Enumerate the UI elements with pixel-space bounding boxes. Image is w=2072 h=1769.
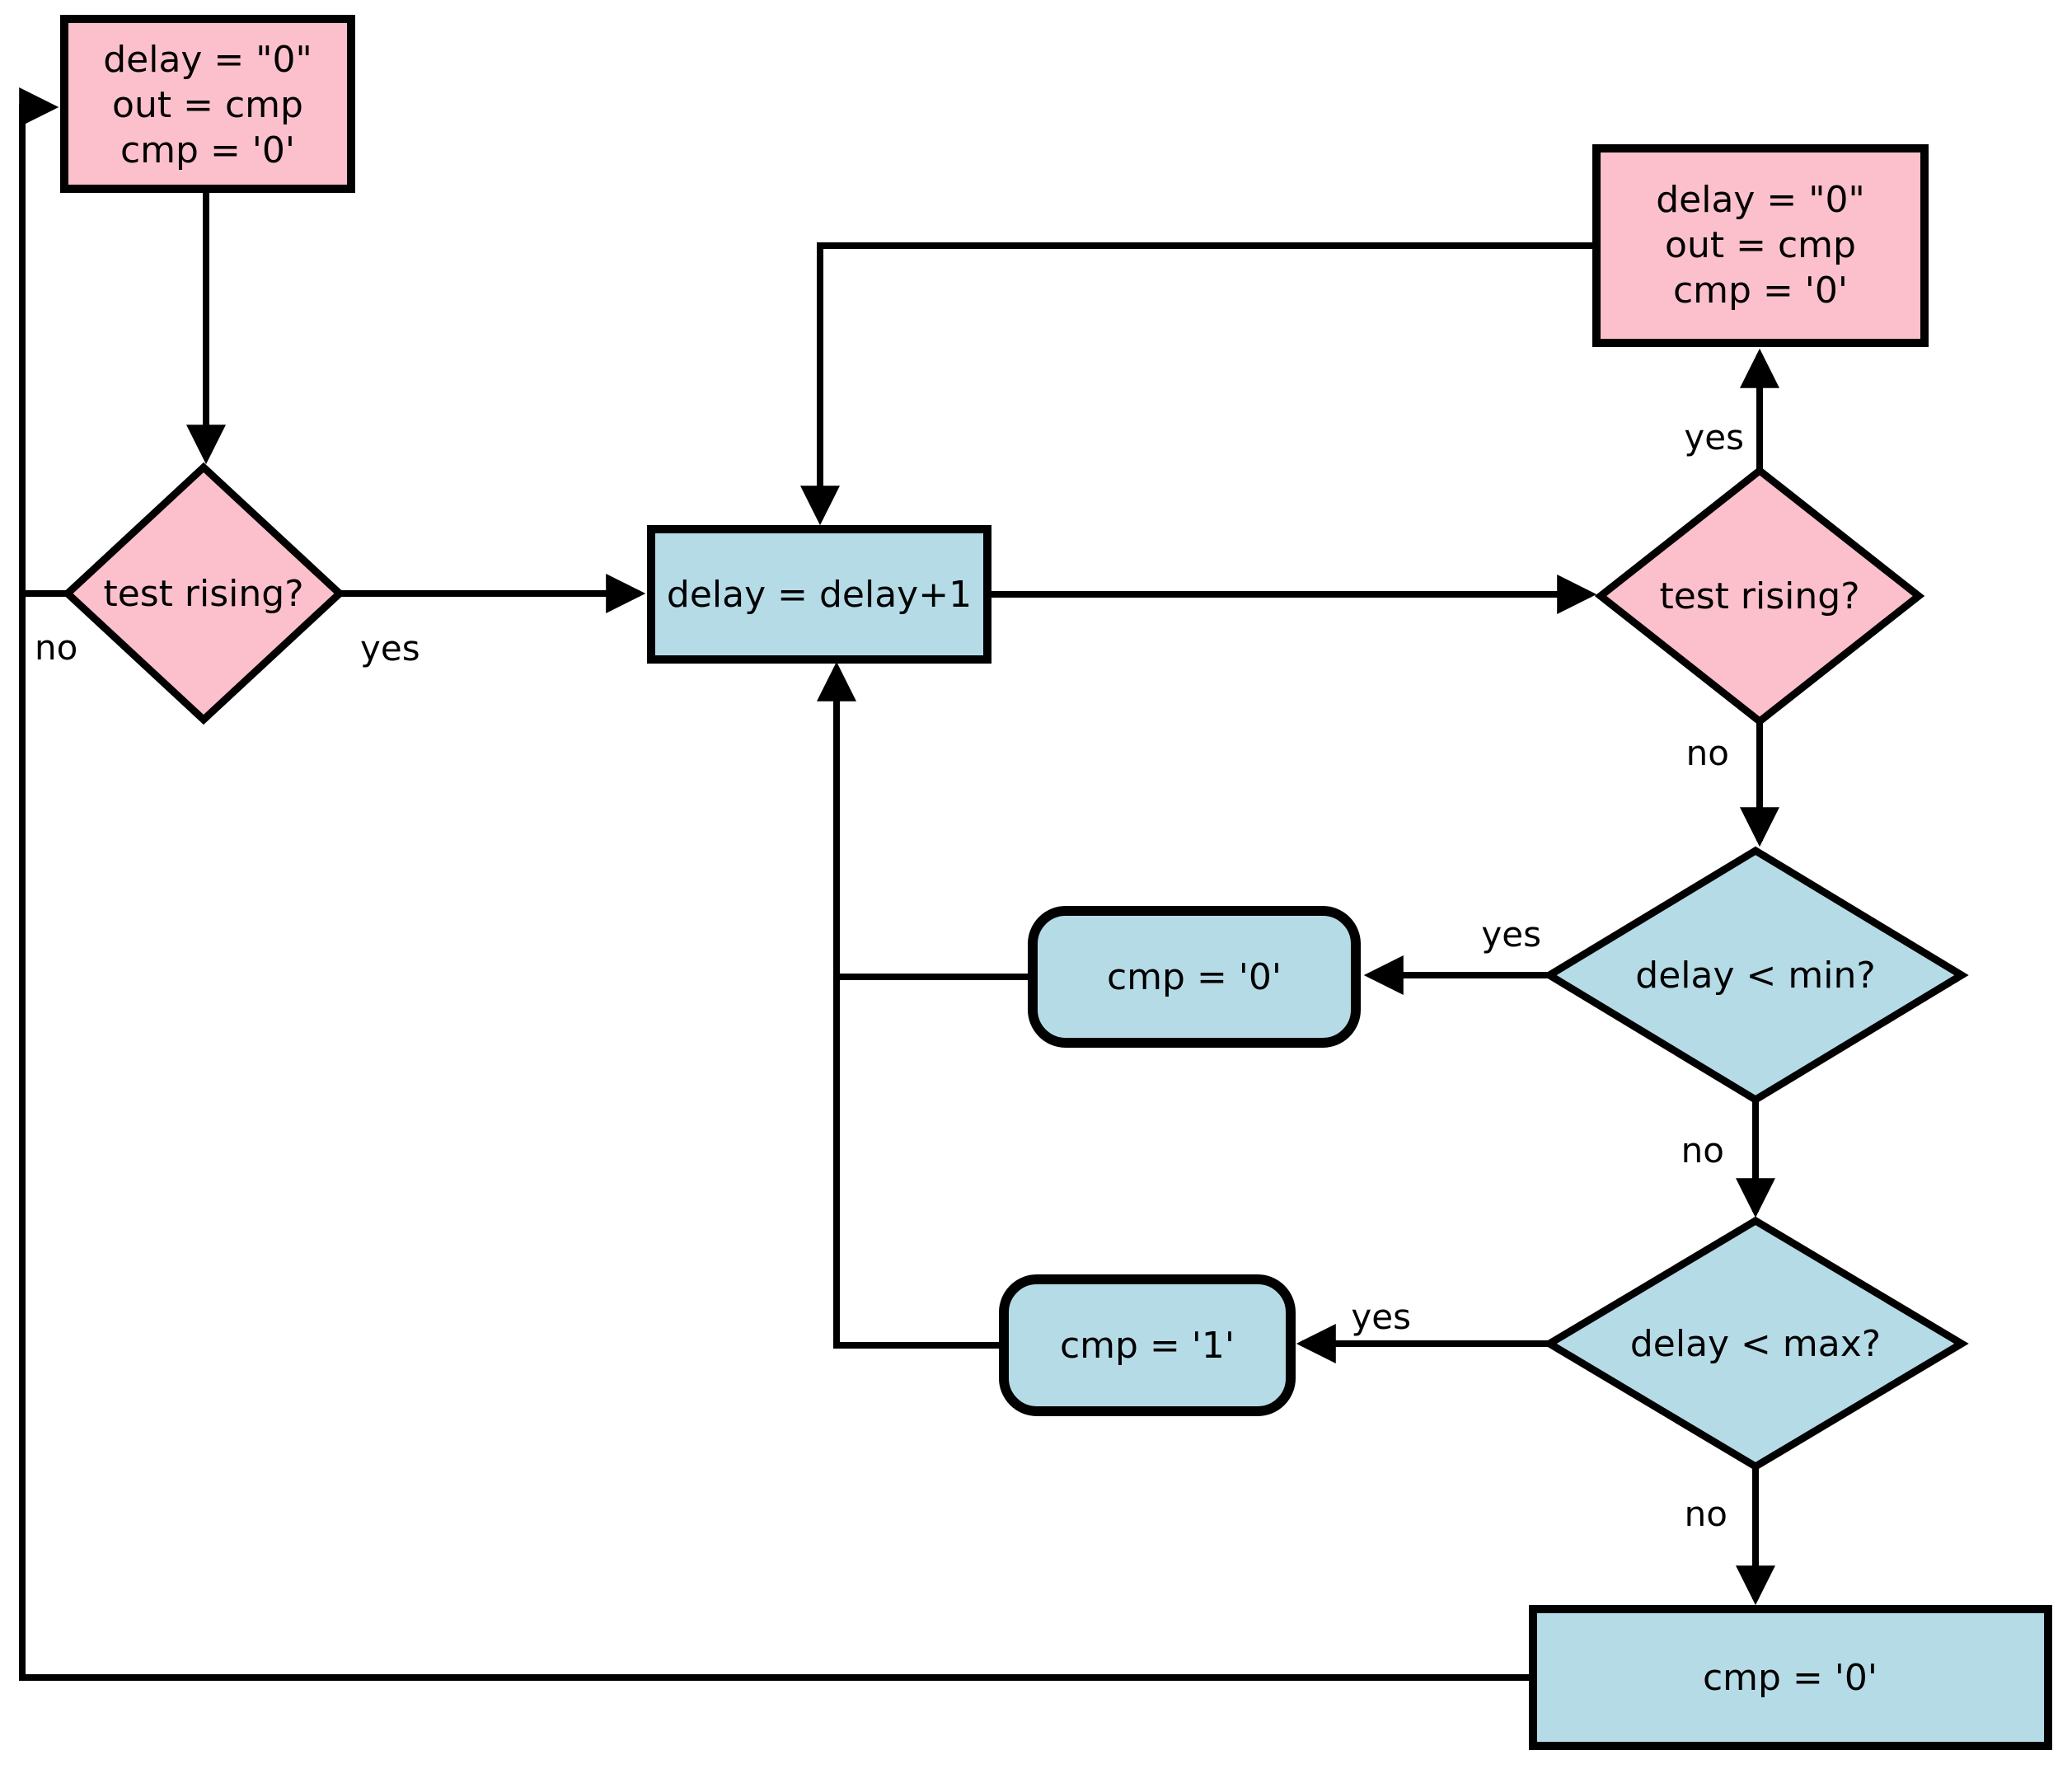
process-cmp-0-bottom-label: cmp = '0' [1703,1657,1877,1699]
edge-label-min-yes: yes [1481,914,1541,955]
init-box-right [1592,144,1929,347]
edge-init-right-to-increment [800,242,1595,526]
decision-delay-lt-max [1542,1216,1969,1471]
decision-test-rising-left [62,462,345,725]
init-box-left-line1: delay = "0" [103,39,312,81]
process-delay-increment-label: delay = delay+1 [667,574,972,616]
decision-delay-lt-min-label: delay < min? [1635,955,1875,997]
edge-label-right-no: no [1686,733,1729,773]
decision-test-rising-right-label: test rising? [1659,575,1859,617]
init-box-right-line2: out = cmp [1665,224,1856,266]
init-box-right-line1: delay = "0" [1656,179,1865,221]
process-cmp-0-bottom [1529,1605,2052,1750]
init-box-left-line2: out = cmp [112,84,303,126]
decision-delay-lt-max-label: delay < max? [1630,1323,1881,1365]
edge-label-left-no: no [35,627,77,668]
edge-return-to-start [19,87,1533,1681]
edge-label-max-yes: yes [1351,1297,1411,1337]
process-cmp-0-label: cmp = '0' [1107,956,1282,998]
edge-label-right-yes: yes [1684,417,1744,458]
decision-delay-lt-min [1542,846,1969,1105]
edge-label-max-no: no [1685,1494,1727,1534]
process-cmp-0 [1028,906,1361,1048]
edge-label-min-no: no [1681,1130,1724,1171]
init-box-left [60,15,355,193]
decision-test-rising-left-label: test rising? [103,573,303,615]
init-box-right-line3: cmp = '0' [1673,270,1848,312]
edge-label-left-yes: yes [360,628,420,669]
edge-cmp1-to-increment [817,661,1004,1349]
decision-test-rising-right [1594,466,1925,726]
process-cmp-1-label: cmp = '1' [1060,1325,1235,1367]
init-box-left-line3: cmp = '0' [120,129,295,171]
process-cmp-1 [999,1274,1296,1416]
process-delay-increment [647,525,991,664]
